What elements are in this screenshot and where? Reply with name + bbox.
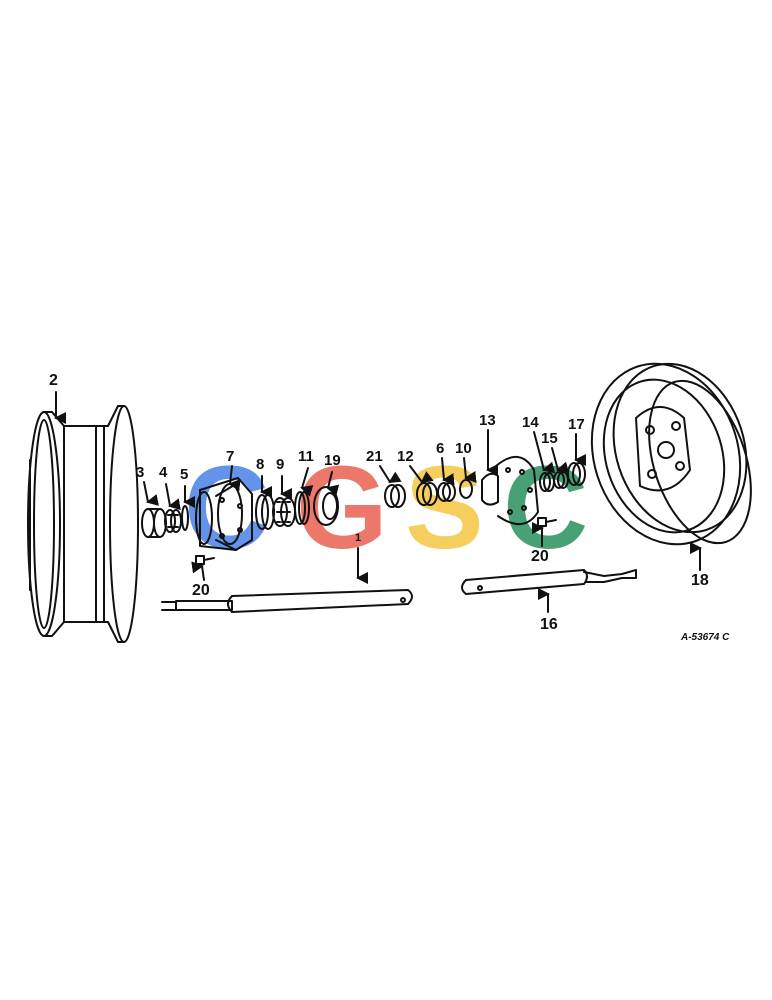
callout-14: 14 bbox=[522, 414, 539, 431]
part-3-bushing bbox=[141, 508, 167, 538]
part-16-shaft bbox=[461, 569, 637, 595]
part-1-axle bbox=[161, 589, 413, 613]
leader-3 bbox=[143, 481, 159, 506]
drawing-code: A-53674 C bbox=[681, 632, 730, 643]
part-21-ring bbox=[384, 484, 406, 508]
callout-17: 17 bbox=[568, 416, 585, 433]
leader-14 bbox=[533, 431, 556, 474]
part-9-bearing bbox=[272, 497, 296, 527]
callout-21: 21 bbox=[366, 448, 383, 465]
callout-19: 19 bbox=[324, 452, 341, 469]
callout-1: 1 bbox=[355, 532, 362, 544]
leader-10 bbox=[463, 457, 477, 483]
callout-9: 9 bbox=[276, 456, 285, 473]
right-wheel bbox=[590, 362, 752, 546]
callout-16: 16 bbox=[540, 616, 558, 633]
leader-20a bbox=[191, 561, 205, 581]
leader-21 bbox=[379, 465, 402, 484]
leader-19 bbox=[326, 471, 340, 497]
callout-5: 5 bbox=[180, 466, 189, 483]
watermark-letter-g: G bbox=[296, 442, 388, 574]
watermark-letter-c1: C bbox=[184, 442, 269, 574]
leader-4 bbox=[165, 483, 181, 511]
callout-3: 3 bbox=[136, 464, 145, 481]
callout-15: 15 bbox=[541, 430, 558, 447]
part-4-bearing bbox=[164, 509, 182, 533]
callout-2: 2 bbox=[49, 372, 58, 389]
leader-15 bbox=[551, 447, 570, 474]
callout-13: 13 bbox=[479, 412, 496, 429]
callout-18: 18 bbox=[691, 572, 709, 589]
callout-20-left: 20 bbox=[192, 582, 210, 599]
leader-12 bbox=[409, 465, 434, 484]
leader-7 bbox=[228, 465, 241, 492]
callout-20-right: 20 bbox=[531, 548, 549, 565]
callout-8: 8 bbox=[256, 456, 265, 473]
left-wheel-rim bbox=[27, 405, 139, 643]
watermark-letter-s: S bbox=[405, 442, 484, 574]
leader-11 bbox=[300, 467, 314, 497]
callout-7: 7 bbox=[226, 448, 235, 465]
callout-10: 10 bbox=[455, 440, 472, 457]
callout-6: 6 bbox=[436, 440, 445, 457]
callout-4: 4 bbox=[159, 464, 168, 481]
callout-11: 11 bbox=[298, 448, 314, 465]
callout-12: 12 bbox=[397, 448, 414, 465]
leader-6 bbox=[441, 457, 455, 486]
